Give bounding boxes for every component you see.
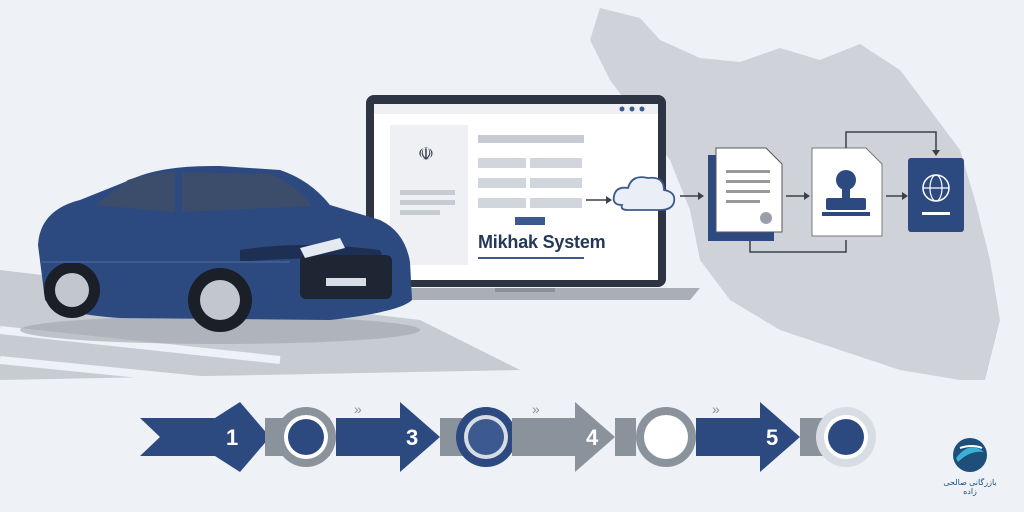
company-logo [953,438,987,472]
system-label: Mikhak System [478,232,606,252]
step-number-3: 3 [406,425,419,450]
document-icon [708,147,783,241]
passport-icon [908,158,964,232]
step-arrow-4 [512,402,615,472]
iran-map [590,8,1000,380]
steps-timeline: » » » [140,401,876,472]
svg-text:»: » [712,401,720,417]
laptop: ☫ [350,95,700,300]
road-stripe-2 [0,356,221,386]
emblem-icon: ☫ [418,144,434,164]
stamp-icon [811,147,883,237]
step-arrow-1 [140,402,270,472]
step-number-4: 4 [586,425,599,450]
connector-top [845,131,937,152]
connector-bottom [749,240,847,253]
step-number-1: 1 [226,425,239,450]
logo-text: بازرگانی صالحی زاده [943,478,997,496]
step-number-5: 5 [766,425,779,450]
step-arrow-5 [696,402,800,472]
svg-text:»: » [532,401,540,417]
svg-text:»: » [354,401,362,417]
cloud-icon [612,176,676,211]
car-illustration [20,165,420,344]
step-arrow-grey-4b [615,418,636,456]
step-arrow-3 [336,402,440,472]
